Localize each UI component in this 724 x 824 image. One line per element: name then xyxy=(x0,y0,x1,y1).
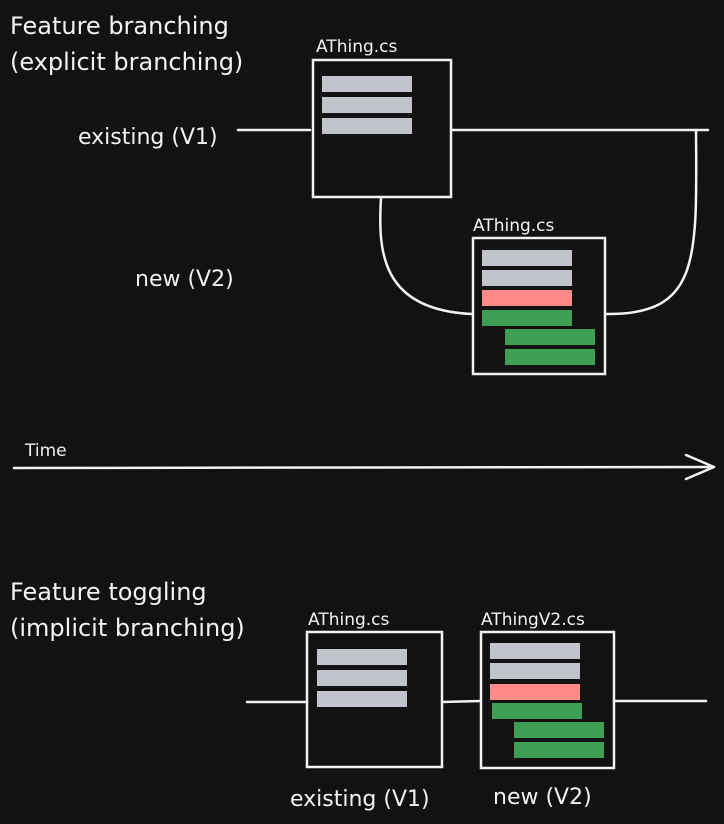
code-line-existing xyxy=(482,270,572,286)
branching-file-v1-box xyxy=(311,58,453,199)
code-line-existing xyxy=(317,649,407,665)
branching-merge-line xyxy=(604,128,698,316)
branching-file-v2-name: AThing.cs xyxy=(473,216,555,236)
branching-title-line1: Feature branching xyxy=(10,12,229,40)
branching-new-label: new (V2) xyxy=(135,267,234,292)
code-line-added xyxy=(514,722,604,738)
toggling-new-label: new (V2) xyxy=(493,785,592,810)
code-line-removed xyxy=(490,684,580,700)
branching-file-v2-box xyxy=(471,236,607,376)
time-arrow-head xyxy=(684,453,716,481)
time-label: Time xyxy=(24,441,67,461)
branching-branch-out-line xyxy=(379,196,474,316)
code-line-added xyxy=(505,329,595,345)
toggling-line-middle xyxy=(440,699,482,704)
toggling-file-v2-name: AThingV2.cs xyxy=(481,610,585,630)
code-line-existing xyxy=(482,250,572,266)
branching-existing-label: existing (V1) xyxy=(78,125,218,150)
code-line-existing xyxy=(490,663,580,679)
code-line-existing xyxy=(322,97,412,113)
code-line-existing xyxy=(490,643,580,659)
toggling-file-v1-name: AThing.cs xyxy=(308,610,390,630)
code-line-added xyxy=(482,310,572,326)
code-line-existing xyxy=(317,691,407,707)
toggling-title-line2: (implicit branching) xyxy=(10,614,245,642)
code-line-added xyxy=(492,703,582,719)
time-arrow-line xyxy=(12,465,716,470)
code-line-existing xyxy=(322,76,412,92)
code-line-added xyxy=(505,349,595,365)
toggling-existing-label: existing (V1) xyxy=(290,787,430,812)
code-line-existing xyxy=(317,670,407,686)
branching-file-v1-name: AThing.cs xyxy=(316,37,398,57)
branching-title-line2: (explicit branching) xyxy=(10,48,243,76)
code-line-existing xyxy=(322,118,412,134)
toggling-file-v1-box xyxy=(305,630,444,769)
code-line-added xyxy=(514,742,604,758)
code-line-removed xyxy=(482,290,572,306)
toggling-file-v2-box xyxy=(479,630,616,770)
toggling-title-line1: Feature toggling xyxy=(10,578,207,606)
